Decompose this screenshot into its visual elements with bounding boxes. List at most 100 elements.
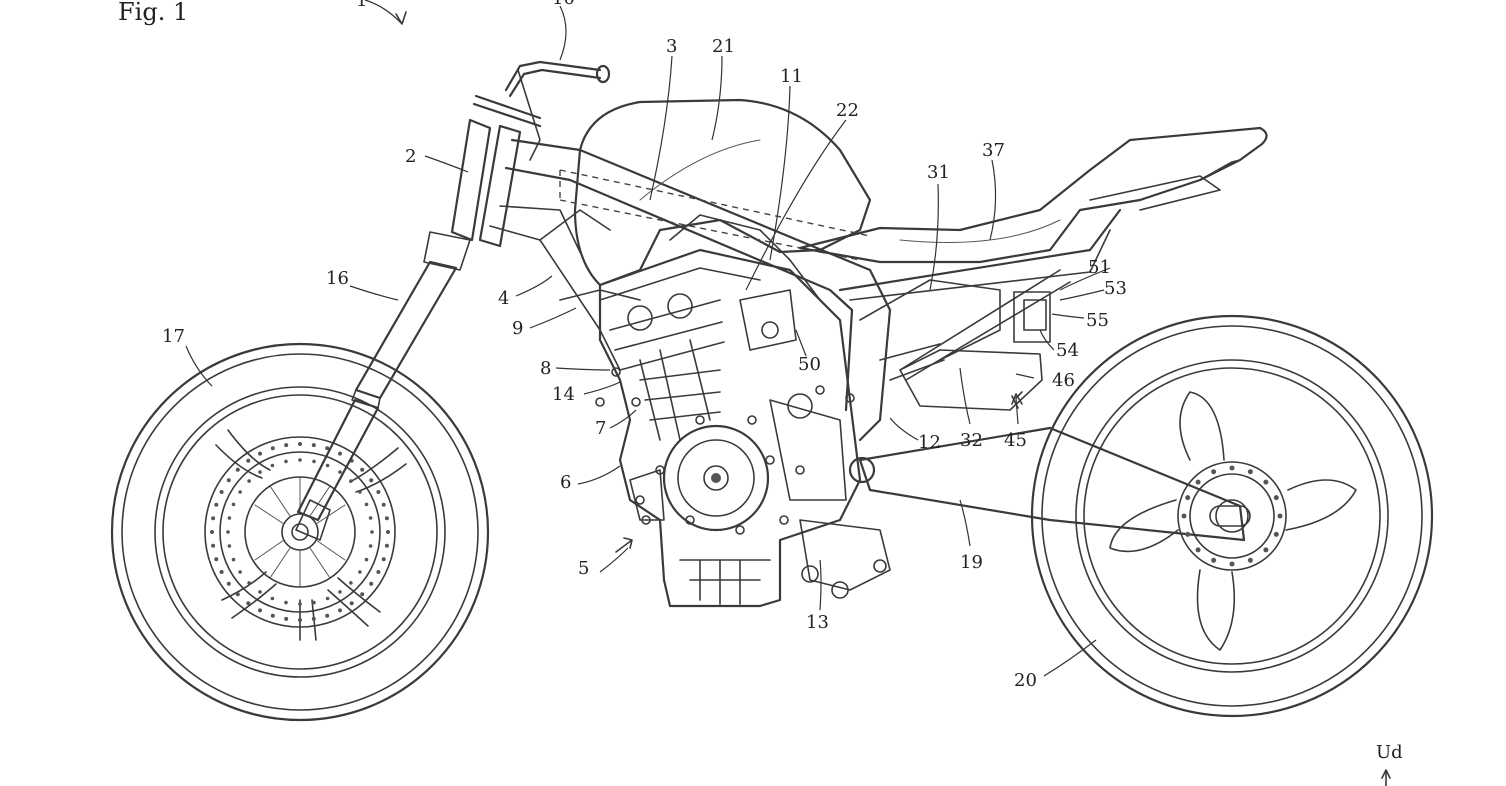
disc-hole bbox=[325, 446, 330, 451]
disc-hole bbox=[284, 443, 289, 448]
disc-hole bbox=[368, 544, 373, 548]
engine-bolt bbox=[779, 515, 789, 525]
disc-hole bbox=[298, 458, 302, 462]
engine-bolts bbox=[595, 367, 855, 535]
disc-hole bbox=[258, 470, 262, 474]
disc-hole bbox=[238, 490, 242, 494]
engine-bolt bbox=[611, 367, 621, 377]
disc-hole bbox=[349, 479, 353, 483]
sprocket-hole bbox=[1211, 557, 1217, 563]
disc-hole bbox=[370, 530, 374, 534]
label-7: 7 bbox=[595, 418, 606, 439]
label-9: 9 bbox=[512, 318, 523, 339]
disc-hole bbox=[312, 600, 316, 605]
arrow-5 bbox=[615, 537, 633, 553]
rear-sprocket-holes bbox=[1181, 465, 1283, 567]
disc-hole bbox=[270, 596, 275, 601]
disc-hole bbox=[238, 570, 242, 574]
disc-hole bbox=[325, 463, 330, 468]
label-55: 55 bbox=[1086, 310, 1109, 331]
disc-hole bbox=[214, 502, 219, 507]
disc-hole bbox=[284, 459, 288, 464]
label-4: 4 bbox=[498, 288, 509, 309]
sprocket-hole bbox=[1229, 465, 1235, 471]
arrow-45 bbox=[1011, 393, 1023, 405]
disc-hole bbox=[211, 543, 216, 548]
disc-hole bbox=[219, 570, 224, 574]
disc-hole bbox=[311, 443, 316, 448]
sprocket-hole bbox=[1273, 531, 1279, 537]
label-17: 17 bbox=[162, 326, 185, 347]
disc-hole bbox=[247, 479, 251, 483]
direction-arrow bbox=[1381, 769, 1391, 786]
engine-bolt bbox=[635, 495, 645, 505]
disc-hole bbox=[247, 581, 251, 585]
engine-bolt bbox=[815, 385, 825, 395]
engine-bolt bbox=[845, 393, 855, 403]
disc-hole bbox=[258, 608, 262, 613]
engine-bolt bbox=[631, 397, 641, 407]
disc-hole bbox=[219, 490, 224, 494]
disc-hole bbox=[214, 557, 219, 562]
engine-bolt bbox=[595, 397, 605, 407]
engine-bolt bbox=[795, 465, 805, 475]
label-46: 46 bbox=[1052, 370, 1075, 391]
figure-title: Fig. 1 bbox=[118, 0, 188, 26]
engine bbox=[595, 248, 891, 608]
label-3: 3 bbox=[666, 36, 677, 57]
disc-hole bbox=[311, 616, 316, 621]
engine-bolt bbox=[735, 525, 745, 535]
disc-hole bbox=[312, 459, 316, 464]
label-13: 13 bbox=[806, 612, 829, 633]
disc-hole bbox=[270, 613, 275, 618]
disc-hole bbox=[235, 592, 240, 597]
disc-hole bbox=[376, 570, 381, 574]
label-14: 14 bbox=[552, 384, 575, 405]
rear-wheel bbox=[1030, 314, 1434, 718]
label-37: 37 bbox=[982, 140, 1005, 161]
disc-hole bbox=[369, 478, 374, 483]
sprocket-hole bbox=[1185, 531, 1191, 537]
disc-hole bbox=[364, 502, 369, 507]
main-frame bbox=[489, 138, 1122, 442]
disc-hole bbox=[381, 557, 386, 562]
disc-hole bbox=[358, 490, 362, 494]
disc-hole bbox=[384, 516, 389, 521]
disc-hole bbox=[325, 596, 330, 601]
sprocket-hole bbox=[1195, 547, 1201, 553]
sprocket-hole bbox=[1247, 469, 1253, 475]
disc-hole bbox=[369, 581, 374, 586]
sprocket-hole bbox=[1229, 561, 1235, 567]
disc-hole bbox=[210, 530, 214, 534]
label-2: 2 bbox=[405, 146, 416, 167]
sprocket-hole bbox=[1263, 547, 1269, 553]
label-45: 45 bbox=[1004, 430, 1027, 451]
disc-hole bbox=[360, 467, 365, 472]
sprocket-hole bbox=[1195, 479, 1201, 485]
label-21: 21 bbox=[712, 36, 735, 57]
disc-hole bbox=[349, 581, 353, 585]
disc-hole bbox=[368, 516, 373, 520]
arrow-1 bbox=[395, 11, 407, 25]
disc-hole bbox=[325, 613, 330, 618]
front-disc-holes bbox=[210, 442, 390, 622]
label-1: 1 bbox=[356, 0, 367, 11]
label-20: 20 bbox=[1014, 670, 1037, 691]
disc-hole bbox=[246, 601, 251, 606]
disc-hole bbox=[258, 590, 262, 594]
disc-hole bbox=[270, 446, 275, 451]
disc-hole bbox=[338, 608, 342, 613]
disc-hole bbox=[226, 478, 231, 483]
disc-hole bbox=[227, 544, 232, 548]
disc-hole bbox=[338, 470, 342, 474]
sprocket-hole bbox=[1263, 479, 1269, 485]
label-16: 16 bbox=[326, 268, 349, 289]
disc-hole bbox=[384, 543, 389, 548]
disc-hole bbox=[211, 516, 216, 521]
seat bbox=[798, 126, 1268, 264]
disc-hole bbox=[231, 557, 236, 562]
engine-bolt bbox=[765, 455, 775, 465]
disc-hole bbox=[386, 530, 390, 534]
disc-hole bbox=[349, 601, 354, 606]
